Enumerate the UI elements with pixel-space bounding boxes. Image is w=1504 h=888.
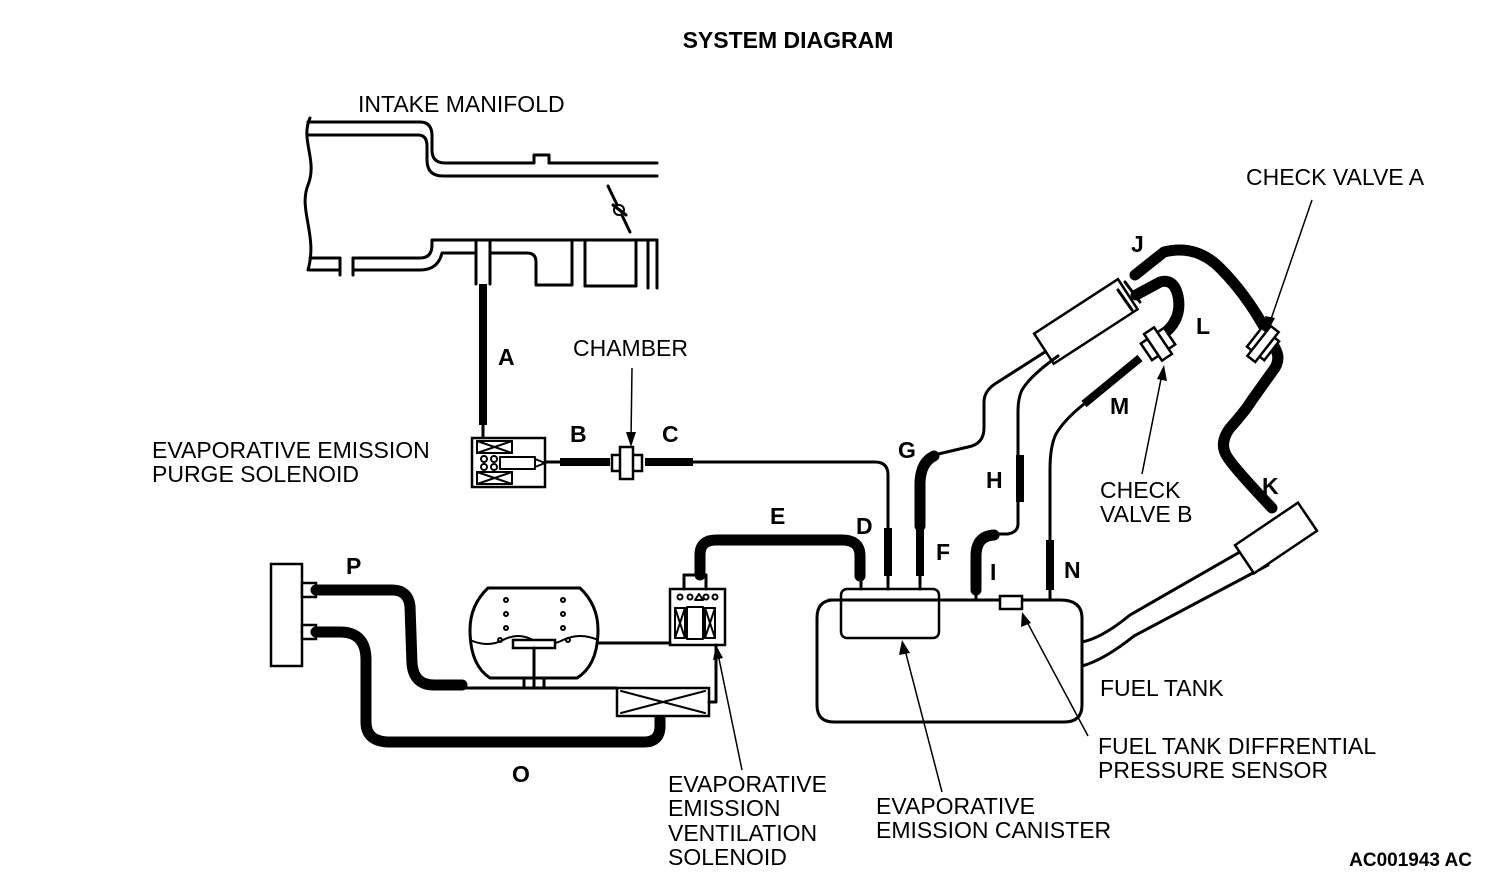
hose-p (310, 584, 468, 691)
hose-d-label: D (856, 513, 873, 539)
filler-cap (1233, 500, 1319, 576)
pipe-m-n (1048, 402, 1086, 542)
pressure-sensor-label-2: PRESSURE SENSOR (1098, 757, 1328, 783)
reservoir-tank (468, 586, 600, 690)
hose-j-k (1129, 244, 1284, 514)
pipe-h-upper (1016, 354, 1060, 457)
check-valve-a (1245, 324, 1281, 364)
hose-b-label: B (570, 421, 587, 447)
hose-f-label: F (936, 539, 950, 565)
vent-solenoid-label-3: VENTILATION (668, 820, 817, 846)
filler-neck-upper (1080, 543, 1254, 644)
air-filter (269, 562, 318, 668)
fuel-tank (815, 598, 1084, 724)
chamber (610, 445, 644, 481)
check-valve-b (1139, 325, 1177, 363)
check-valve-b-label-1: CHECK (1100, 477, 1181, 503)
canister-label-1: EVAPORATIVE (876, 793, 1035, 819)
chamber-label: CHAMBER (573, 335, 688, 361)
figure-code: AC001943 AC (1349, 850, 1472, 871)
hose-e (694, 534, 866, 582)
vent-solenoid-label-1: EVAPORATIVE (668, 771, 827, 797)
filter-to-vent-pipe (707, 643, 718, 704)
pressure-sensor-label-1: FUEL TANK DIFFRENTIAL (1098, 733, 1376, 759)
pipe-h-lower (992, 500, 1020, 536)
purge-solenoid (470, 436, 547, 489)
intake-manifold (303, 116, 659, 290)
hose-c-label: C (662, 421, 679, 447)
hose-h-label: H (986, 467, 1003, 493)
filler-neck-lower (1080, 563, 1270, 668)
evaporative-emission-ventilation-solenoid (668, 573, 727, 647)
hose-l (1130, 275, 1185, 336)
hose-h-to-tank (970, 529, 1000, 596)
check-valve-a-label: CHECK VALVE A (1246, 164, 1425, 190)
hose-m-label: M (1110, 393, 1129, 419)
purge-pipe (691, 460, 890, 532)
hose-i-label: I (990, 559, 996, 585)
purge-solenoid-label-1: EVAPORATIVE EMISSION (152, 437, 430, 463)
hose-g-label: G (898, 437, 916, 463)
vent-solenoid-label-2: EMISSION (668, 795, 780, 821)
vapor-separator (1032, 277, 1140, 366)
pipe-g-upper (932, 348, 1050, 457)
filter-box (615, 686, 711, 718)
hose-p-label: P (346, 553, 361, 579)
hose-n-label: N (1064, 557, 1081, 583)
purge-solenoid-label-2: PURGE SOLENOID (152, 461, 359, 487)
hose-o (310, 626, 666, 748)
hose-o-label: O (512, 761, 530, 787)
evaporative-emission-canister (839, 587, 941, 640)
fuel-tank-label: FUEL TANK (1100, 675, 1224, 701)
hose-k-label: K (1262, 473, 1279, 499)
hose-a-label: A (498, 344, 515, 370)
hose-j-label: J (1131, 231, 1144, 257)
hose-m (1081, 354, 1143, 408)
diagram-title: SYSTEM DIAGRAM (683, 27, 894, 53)
canister-label-2: EMISSION CANISTER (876, 817, 1111, 843)
vent-solenoid-label-4: SOLENOID (668, 844, 787, 870)
hose-l-label: L (1196, 313, 1210, 339)
hose-e-label: E (770, 503, 785, 529)
hose-g (914, 450, 940, 532)
fuel-tank-differential-pressure-sensor (998, 594, 1024, 611)
check-valve-b-label-2: VALVE B (1100, 501, 1192, 527)
intake-manifold-label: INTAKE MANIFOLD (358, 91, 565, 117)
